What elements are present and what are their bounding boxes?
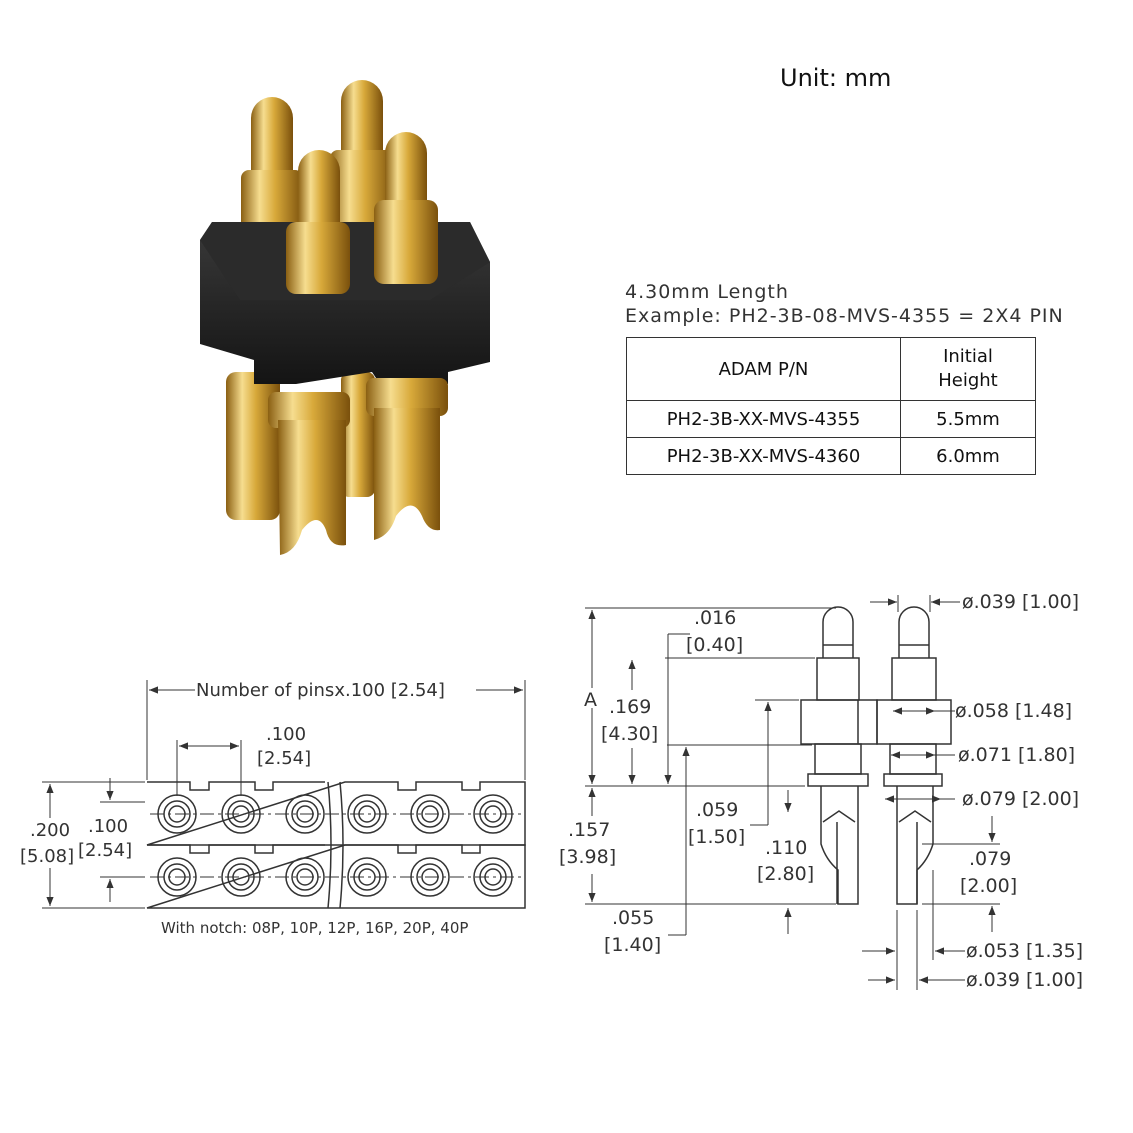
slot-in-label: .110 <box>765 837 807 859</box>
table-header-row: ADAM P/N Initial Height <box>626 337 1036 401</box>
plunger-diameter-label: ø.058 [1.48] <box>955 700 1072 722</box>
header-row-outline <box>146 844 526 909</box>
height-mm-label: [5.08] <box>20 846 74 867</box>
slot-mm-label: [2.80] <box>757 863 814 885</box>
pin-tail-illustration <box>366 378 448 540</box>
tail-end-diameter-label: ø.039 [1.00] <box>966 969 1083 991</box>
connector-photo <box>200 80 490 555</box>
pin-tail-illustration <box>226 372 280 520</box>
header-height: Height <box>938 370 998 391</box>
row-part-number: PH2-3B-XX-MVS-4360 <box>626 437 901 475</box>
body-mm-label: [1.50] <box>688 826 745 848</box>
pin-hole <box>285 794 325 834</box>
barrel-diameter-label: ø.071 [1.80] <box>958 744 1075 766</box>
pin-hole <box>221 794 261 834</box>
top-view-dimensions <box>42 680 526 909</box>
tail-diameter-label: ø.053 [1.35] <box>966 940 1083 962</box>
header-initial: Initial <box>943 346 993 367</box>
row-height: 6.0mm <box>900 437 1036 475</box>
length-in-label: .169 <box>609 696 651 718</box>
tail-in-label: .157 <box>568 819 610 841</box>
row-height: 5.5mm <box>900 400 1036 438</box>
spec-length: 4.30mm Length <box>625 281 789 303</box>
pin-hole <box>347 794 387 834</box>
notch-note: With notch: 08P, 10P, 12P, 16P, 20P, 40P <box>161 919 468 937</box>
pin-illustration <box>374 132 438 284</box>
top-view-holes <box>157 794 513 897</box>
pin-hole <box>285 857 325 897</box>
row-pitch-in-label: .100 <box>88 816 128 837</box>
side-view-dimensions <box>585 595 1000 990</box>
dim-a-label: A <box>584 689 597 711</box>
height-in-label: .200 <box>30 820 70 841</box>
pitch-in-label: .100 <box>266 724 306 745</box>
spec-example: Example: PH2-3B-08-MVS-4355 = 2X4 PIN <box>625 305 1064 327</box>
row-part-number: PH2-3B-XX-MVS-4355 <box>626 400 901 438</box>
cup-mm-label: [2.00] <box>960 875 1017 897</box>
header-part-number: ADAM P/N <box>626 337 901 401</box>
table-row: PH2-3B-XX-MVS-4355 5.5mm <box>626 400 1036 438</box>
unit-label: Unit: mm <box>780 64 892 92</box>
header-initial-height: Initial Height <box>900 337 1036 401</box>
tail-mm-label: [3.98] <box>559 846 616 868</box>
row-pitch-mm-label: [2.54] <box>78 840 132 861</box>
pogo-pin-drawing <box>800 606 878 905</box>
pin-hole <box>221 857 261 897</box>
cup-in-label: .079 <box>969 848 1011 870</box>
collar-diameter-label: ø.079 [2.00] <box>962 788 1079 810</box>
tip-offset-mm-label: [0.40] <box>686 634 743 656</box>
pitch-mm-label: [2.54] <box>257 748 311 769</box>
pin-hole <box>473 857 513 897</box>
break-mark <box>327 781 344 909</box>
pin-hole <box>410 794 450 834</box>
bottom-in-label: .055 <box>612 907 654 929</box>
pin-hole <box>157 857 197 897</box>
pin-hole <box>473 794 513 834</box>
part-number-table: ADAM P/N Initial Height PH2-3B-XX-MVS-43… <box>626 337 1036 475</box>
body-in-label: .059 <box>696 799 738 821</box>
bottom-mm-label: [1.40] <box>604 934 661 956</box>
tip-offset-in-label: .016 <box>694 607 736 629</box>
side-view-labels: .016 [0.40] A .169 [4.30] .059 [1.50] .1… <box>559 591 1083 991</box>
pin-hole <box>347 857 387 897</box>
pin-hole <box>410 857 450 897</box>
length-mm-label: [4.30] <box>601 723 658 745</box>
top-view-labels: Number of pinsx.100 [2.54] .100 [2.54] .… <box>20 680 468 937</box>
total-width-label: Number of pinsx.100 [2.54] <box>196 680 445 701</box>
pin-tail-illustration <box>268 392 350 555</box>
tip-diameter-label: ø.039 [1.00] <box>962 591 1079 613</box>
table-row: PH2-3B-XX-MVS-4360 6.0mm <box>626 437 1036 475</box>
top-view-drawing <box>146 781 526 909</box>
pogo-pin-drawing <box>876 606 952 905</box>
pin-illustration <box>286 150 350 294</box>
side-view-drawing <box>800 606 952 905</box>
